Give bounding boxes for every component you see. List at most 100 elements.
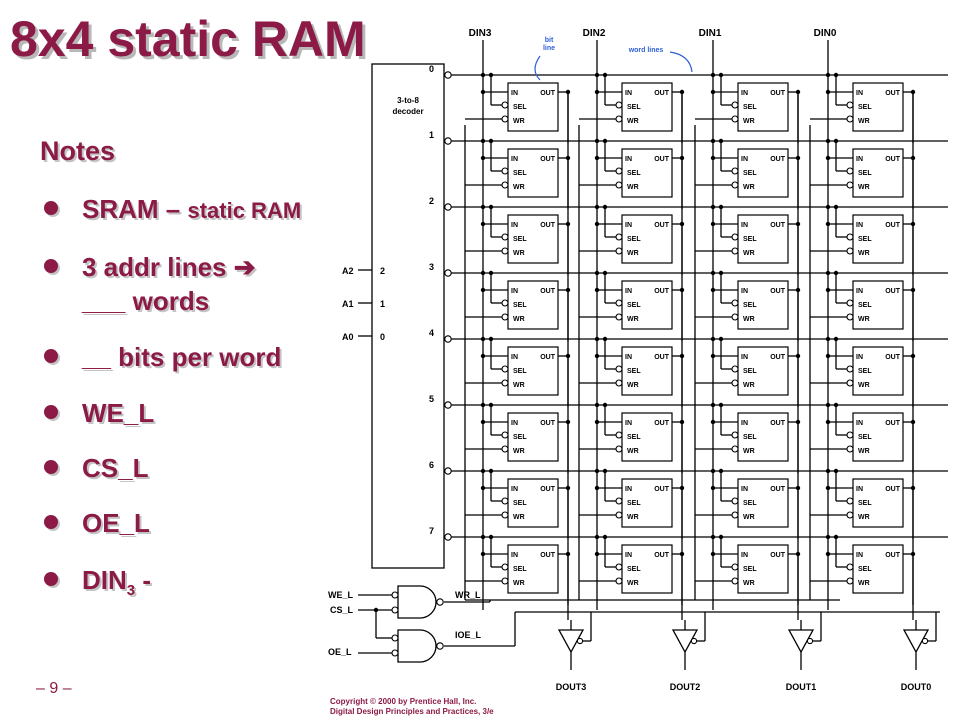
- note-din-sub: 3: [126, 582, 136, 600]
- inversion-bubble-icon: [846, 313, 854, 321]
- memory-cell-box: [507, 346, 559, 396]
- cell-out-label: OUT: [885, 420, 901, 427]
- decoder-input-pin: 0: [380, 332, 385, 342]
- junction-dot: [710, 287, 716, 293]
- junction-dot: [833, 336, 839, 342]
- bullet-icon: [44, 349, 58, 363]
- inversion-bubble-icon: [615, 313, 623, 321]
- inversion-bubble-icon: [615, 233, 623, 241]
- cell-out-label: OUT: [540, 420, 556, 427]
- junction-dot: [910, 221, 916, 227]
- inversion-bubble-icon: [731, 445, 739, 453]
- inversion-bubble-icon: [444, 335, 452, 343]
- memory-cell: [621, 346, 673, 396]
- inversion-bubble-icon: [846, 563, 854, 571]
- word-line-annotation: word lines: [628, 47, 664, 54]
- junction-dot: [795, 89, 801, 95]
- memory-cell-box: [507, 478, 559, 528]
- junction-dot: [602, 138, 608, 144]
- junction-dot: [910, 155, 916, 161]
- inversion-bubble-icon: [391, 649, 399, 657]
- memory-cell: [621, 82, 673, 132]
- junction-dot: [710, 551, 716, 557]
- junction-dot: [679, 155, 685, 161]
- cell-in-label: IN: [741, 156, 748, 163]
- inversion-bubble-icon: [391, 634, 399, 642]
- inversion-bubble-icon: [846, 511, 854, 519]
- junction-dot: [825, 221, 831, 227]
- inversion-bubble-icon: [615, 563, 623, 571]
- cell-sel-label: SEL: [743, 566, 757, 573]
- junction-dot: [825, 155, 831, 161]
- cell-wr-label: WR: [858, 448, 870, 455]
- decoder-output-label: 5: [429, 394, 434, 404]
- junction-dot: [480, 287, 486, 293]
- cell-in-label: IN: [741, 354, 748, 361]
- cell-in-label: IN: [625, 486, 632, 493]
- junction-dot: [565, 353, 571, 359]
- junction-dot: [373, 607, 379, 613]
- junction-dot: [480, 270, 486, 276]
- cell-sel-label: SEL: [513, 566, 527, 573]
- cell-wr-label: WR: [513, 514, 525, 521]
- note-bits-text: __ bits per word: [82, 342, 282, 372]
- junction-dot: [488, 138, 494, 144]
- cell-sel-label: SEL: [858, 236, 872, 243]
- memory-cell-box: [852, 82, 904, 132]
- inversion-bubble-icon: [501, 181, 509, 189]
- junction-dot: [710, 204, 716, 210]
- junction-dot: [710, 419, 716, 425]
- decoder-output-label: 2: [429, 196, 434, 206]
- junction-dot: [594, 551, 600, 557]
- inversion-bubble-icon: [846, 577, 854, 585]
- dout-label-3: DOUT0: [901, 682, 932, 692]
- junction-dot: [594, 221, 600, 227]
- junction-dot: [795, 485, 801, 491]
- cell-in-label: IN: [511, 90, 518, 97]
- cell-in-label: IN: [511, 486, 518, 493]
- cell-sel-label: SEL: [627, 302, 641, 309]
- bit-line-annotation: bit: [545, 37, 554, 44]
- memory-cell-box: [621, 412, 673, 462]
- note-sram-text: SRAM –: [82, 194, 188, 224]
- cell-wr-label: WR: [513, 382, 525, 389]
- junction-dot: [718, 468, 724, 474]
- junction-dot: [602, 402, 608, 408]
- decoder-title: 3-to-8: [397, 96, 419, 105]
- junction-dot: [594, 270, 600, 276]
- junction-dot: [594, 336, 600, 342]
- cell-wr-label: WR: [743, 514, 755, 521]
- junction-dot: [910, 287, 916, 293]
- memory-cell-box: [852, 544, 904, 594]
- memory-cell-box: [621, 346, 673, 396]
- cell-out-label: OUT: [654, 486, 670, 493]
- inversion-bubble-icon: [846, 181, 854, 189]
- junction-dot: [480, 336, 486, 342]
- junction-dot: [602, 336, 608, 342]
- cell-in-label: IN: [856, 156, 863, 163]
- memory-cell: [737, 148, 789, 198]
- cell-out-label: OUT: [770, 486, 786, 493]
- cell-in-label: IN: [856, 420, 863, 427]
- inversion-bubble-icon: [501, 247, 509, 255]
- junction-dot: [679, 353, 685, 359]
- cell-sel-label: SEL: [627, 500, 641, 507]
- inversion-bubble-icon: [731, 497, 739, 505]
- cell-sel-label: SEL: [743, 434, 757, 441]
- cell-in-label: IN: [741, 486, 748, 493]
- inversion-bubble-icon: [731, 101, 739, 109]
- inversion-bubble-icon: [576, 637, 584, 645]
- junction-dot: [594, 138, 600, 144]
- cell-sel-label: SEL: [858, 566, 872, 573]
- junction-dot: [602, 72, 608, 78]
- inversion-bubble-icon: [501, 365, 509, 373]
- junction-dot: [480, 551, 486, 557]
- cell-out-label: OUT: [885, 288, 901, 295]
- inversion-bubble-icon: [731, 563, 739, 571]
- junction-dot: [565, 89, 571, 95]
- junction-dot: [710, 221, 716, 227]
- memory-cell: [507, 544, 559, 594]
- cell-sel-label: SEL: [743, 302, 757, 309]
- junction-dot: [825, 551, 831, 557]
- junction-dot: [565, 221, 571, 227]
